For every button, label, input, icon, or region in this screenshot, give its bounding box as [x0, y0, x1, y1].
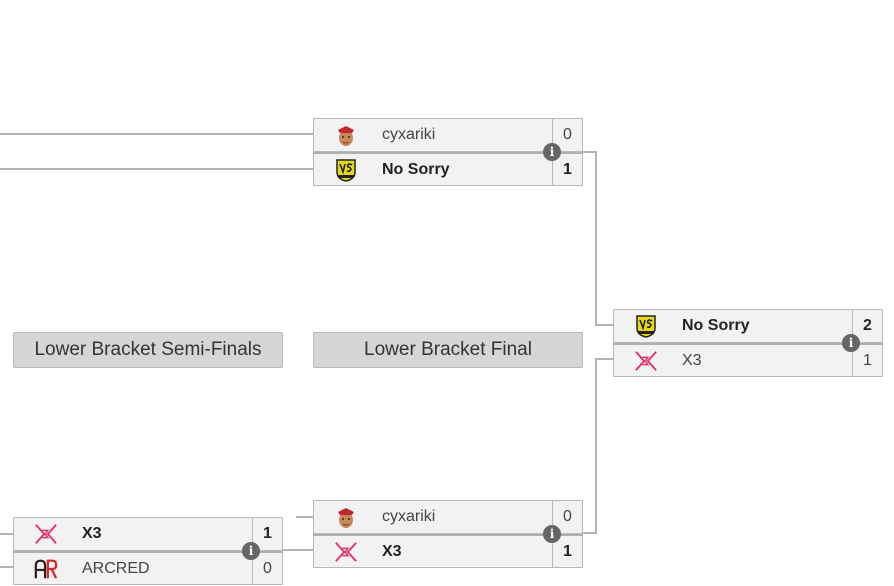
- team-name: No Sorry: [682, 317, 750, 334]
- match-card[interactable]: X3 1 ARCRED 0 i: [13, 517, 283, 585]
- round-header-final: Lower Bracket Final: [313, 332, 583, 368]
- match-info-icon[interactable]: i: [842, 334, 860, 352]
- cyxariki-logo-icon: [334, 123, 358, 147]
- connector-line: [595, 358, 614, 360]
- connector-line: [280, 549, 314, 551]
- team-row[interactable]: cyxariki 0: [313, 118, 583, 152]
- team-row[interactable]: No Sorry 1: [313, 152, 583, 186]
- match-info-icon[interactable]: i: [242, 542, 260, 560]
- no-sorry-logo-icon: [634, 314, 658, 338]
- team-row[interactable]: X3 1: [613, 343, 883, 377]
- cyxariki-logo-icon: [334, 505, 358, 529]
- x3-logo-icon: [34, 522, 58, 546]
- team-name: cyxariki: [382, 508, 436, 525]
- match-info-icon[interactable]: i: [543, 525, 561, 543]
- team-name: X3: [382, 543, 402, 560]
- team-score: 0: [252, 553, 282, 584]
- connector-line: [595, 151, 597, 326]
- team-name: cyxariki: [382, 126, 436, 143]
- team-name: ARCRED: [82, 560, 150, 577]
- connector-line: [580, 151, 597, 153]
- team-row[interactable]: X3 1: [313, 534, 583, 568]
- round-header-semi-finals: Lower Bracket Semi-Finals: [13, 332, 283, 368]
- team-score: 2: [852, 310, 882, 342]
- connector-line: [0, 133, 314, 135]
- connector-line: [595, 358, 597, 534]
- connector-line: [0, 533, 14, 535]
- team-name: No Sorry: [382, 161, 450, 178]
- connector-line: [580, 532, 597, 534]
- connector-line: [595, 324, 614, 326]
- arcred-logo-icon: [34, 557, 58, 581]
- team-row[interactable]: cyxariki 0: [313, 500, 583, 534]
- match-info-icon[interactable]: i: [543, 143, 561, 161]
- x3-logo-icon: [334, 540, 358, 564]
- connector-line: [0, 168, 314, 170]
- match-card[interactable]: cyxariki 0 X3 1 i: [313, 500, 583, 568]
- team-score: 1: [852, 345, 882, 376]
- team-score: 0: [552, 119, 582, 151]
- team-row[interactable]: X3 1: [13, 517, 283, 551]
- connector-line: [296, 516, 314, 518]
- team-name: X3: [682, 352, 702, 369]
- match-card[interactable]: cyxariki 0 No Sorry 1 i: [313, 118, 583, 186]
- team-score: 0: [552, 501, 582, 533]
- team-row[interactable]: ARCRED 0: [13, 551, 283, 585]
- team-score: 1: [552, 154, 582, 185]
- team-row[interactable]: No Sorry 2: [613, 309, 883, 343]
- team-score: 1: [552, 536, 582, 567]
- no-sorry-logo-icon: [334, 158, 358, 182]
- match-card[interactable]: No Sorry 2 X3 1 i: [613, 309, 883, 377]
- x3-logo-icon: [634, 349, 658, 373]
- connector-line: [0, 566, 14, 568]
- team-name: X3: [82, 525, 102, 542]
- team-score: 1: [252, 518, 282, 550]
